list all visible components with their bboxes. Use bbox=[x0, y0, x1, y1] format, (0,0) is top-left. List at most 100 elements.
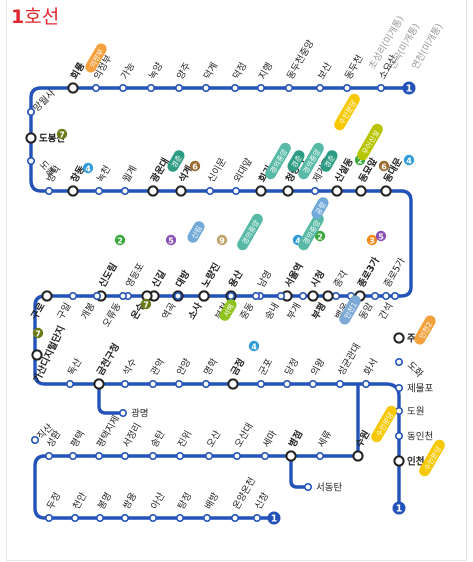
station-63-dot[interactable] bbox=[66, 379, 75, 388]
station-96-dot[interactable] bbox=[203, 513, 212, 522]
station-4-dot[interactable] bbox=[256, 84, 265, 93]
station-17-dot[interactable] bbox=[95, 187, 104, 196]
station-47-dot[interactable] bbox=[198, 290, 210, 302]
station-12-dot[interactable] bbox=[26, 108, 35, 117]
station-20-dot[interactable] bbox=[175, 185, 187, 197]
stations[interactable]: 소요산동두천보산동두천중앙지행덕정덕계양주녹양가능의정부회룡망월사도봉산도봉방학… bbox=[25, 14, 446, 525]
station-94-dot[interactable] bbox=[149, 513, 158, 522]
station-27-dot[interactable] bbox=[355, 185, 367, 197]
station-85-dot[interactable] bbox=[121, 451, 130, 460]
station-86-dot[interactable] bbox=[95, 451, 104, 460]
station-87-dot[interactable] bbox=[69, 451, 78, 460]
station-80-dot[interactable] bbox=[260, 451, 269, 460]
station-38-label: 신길 bbox=[149, 268, 168, 289]
svg-text:2: 2 bbox=[357, 156, 363, 165]
station-18-dot[interactable] bbox=[121, 187, 130, 196]
station-1-dot[interactable] bbox=[342, 84, 351, 93]
station-98-dot[interactable] bbox=[253, 513, 262, 522]
map-frame bbox=[6, 0, 467, 561]
station-79-dot[interactable] bbox=[303, 482, 312, 491]
station-48-dot[interactable] bbox=[227, 291, 236, 300]
station-78-dot[interactable] bbox=[285, 450, 297, 462]
station-51-dot[interactable] bbox=[298, 291, 307, 300]
station-9-label: 가능 bbox=[119, 61, 137, 82]
station-70-dot[interactable] bbox=[227, 378, 239, 390]
station-57-dot[interactable] bbox=[394, 357, 403, 366]
station-28-dot[interactable] bbox=[380, 185, 392, 197]
station-83-label: 진위 bbox=[175, 428, 194, 449]
station-16-dot[interactable] bbox=[67, 185, 79, 197]
station-41-dot[interactable] bbox=[41, 290, 53, 302]
station-67-dot[interactable] bbox=[149, 379, 158, 388]
station-24-dot[interactable] bbox=[282, 185, 294, 197]
station-92-dot[interactable] bbox=[96, 513, 105, 522]
station-55-label: 간석 bbox=[377, 301, 395, 322]
station-77-dot[interactable] bbox=[315, 451, 324, 460]
station-19-dot[interactable] bbox=[147, 185, 159, 197]
station-2-dot[interactable] bbox=[315, 84, 324, 93]
station-73-dot[interactable] bbox=[308, 379, 317, 388]
station-56-dot[interactable] bbox=[393, 332, 405, 344]
station-75-dot[interactable] bbox=[361, 379, 370, 388]
station-83-dot[interactable] bbox=[176, 451, 185, 460]
station-21-dot[interactable] bbox=[206, 187, 215, 196]
station-42-dot[interactable] bbox=[69, 291, 78, 300]
station-22-dot[interactable] bbox=[232, 187, 241, 196]
station-52-dot[interactable] bbox=[322, 290, 334, 302]
station-89-dot[interactable] bbox=[30, 435, 39, 444]
station-5-dot[interactable] bbox=[231, 84, 240, 93]
station-64-dot[interactable] bbox=[93, 378, 105, 390]
station-11-dot[interactable] bbox=[67, 82, 79, 94]
station-15-dot[interactable] bbox=[44, 187, 53, 196]
station-46-dot[interactable] bbox=[174, 291, 183, 300]
station-72-dot[interactable] bbox=[282, 379, 291, 388]
station-55-dot[interactable] bbox=[390, 291, 399, 300]
station-95-dot[interactable] bbox=[176, 513, 185, 522]
station-74-label: 성균관대 bbox=[336, 342, 363, 378]
station-10-dot[interactable] bbox=[92, 84, 101, 93]
station-88-dot[interactable] bbox=[44, 451, 53, 460]
station-26-dot[interactable] bbox=[331, 185, 343, 197]
station-74-dot[interactable] bbox=[335, 379, 344, 388]
station-43-dot[interactable] bbox=[93, 291, 102, 300]
station-66-dot[interactable] bbox=[121, 379, 130, 388]
station-65-dot[interactable] bbox=[119, 408, 128, 417]
station-8-dot[interactable] bbox=[147, 84, 156, 93]
station-90-dot[interactable] bbox=[44, 513, 53, 522]
station-25-dot[interactable] bbox=[310, 187, 319, 196]
transfer-badge-seoul3: 공항 bbox=[311, 197, 329, 219]
station-35-label: 용산 bbox=[226, 268, 245, 289]
station-49-dot[interactable] bbox=[252, 291, 261, 300]
station-30-label: 종로3가 bbox=[355, 255, 382, 290]
station-2-label: 보산 bbox=[316, 61, 334, 82]
station-44-dot[interactable] bbox=[119, 291, 128, 300]
station-5-label: 덕정 bbox=[231, 61, 249, 82]
station-61-dot[interactable] bbox=[393, 455, 405, 467]
station-91-dot[interactable] bbox=[71, 513, 80, 522]
station-97-dot[interactable] bbox=[231, 513, 240, 522]
station-76-dot[interactable] bbox=[352, 450, 364, 462]
station-29-dot[interactable] bbox=[381, 291, 390, 300]
station-14-dot[interactable] bbox=[26, 157, 35, 166]
station-50-dot[interactable] bbox=[276, 291, 285, 300]
station-32-dot[interactable] bbox=[307, 290, 319, 302]
station-13-dot[interactable] bbox=[25, 132, 37, 144]
station-71-dot[interactable] bbox=[256, 379, 265, 388]
station-82-dot[interactable] bbox=[205, 451, 214, 460]
station-81-dot[interactable] bbox=[233, 451, 242, 460]
station-31-dot[interactable] bbox=[331, 291, 340, 300]
station-7-dot[interactable] bbox=[175, 84, 184, 93]
station-84-dot[interactable] bbox=[149, 451, 158, 460]
station-3-dot[interactable] bbox=[284, 84, 293, 93]
station-58-dot[interactable] bbox=[394, 383, 403, 392]
station-69-dot[interactable] bbox=[202, 379, 211, 388]
station-54-dot[interactable] bbox=[370, 291, 379, 300]
station-68-dot[interactable] bbox=[175, 379, 184, 388]
station-0-dot[interactable] bbox=[376, 84, 385, 93]
station-62-dot[interactable] bbox=[31, 349, 43, 361]
station-93-dot[interactable] bbox=[121, 513, 130, 522]
station-60-dot[interactable] bbox=[394, 431, 403, 440]
station-6-dot[interactable] bbox=[202, 84, 211, 93]
station-23-dot[interactable] bbox=[255, 185, 267, 197]
station-9-dot[interactable] bbox=[119, 84, 128, 93]
